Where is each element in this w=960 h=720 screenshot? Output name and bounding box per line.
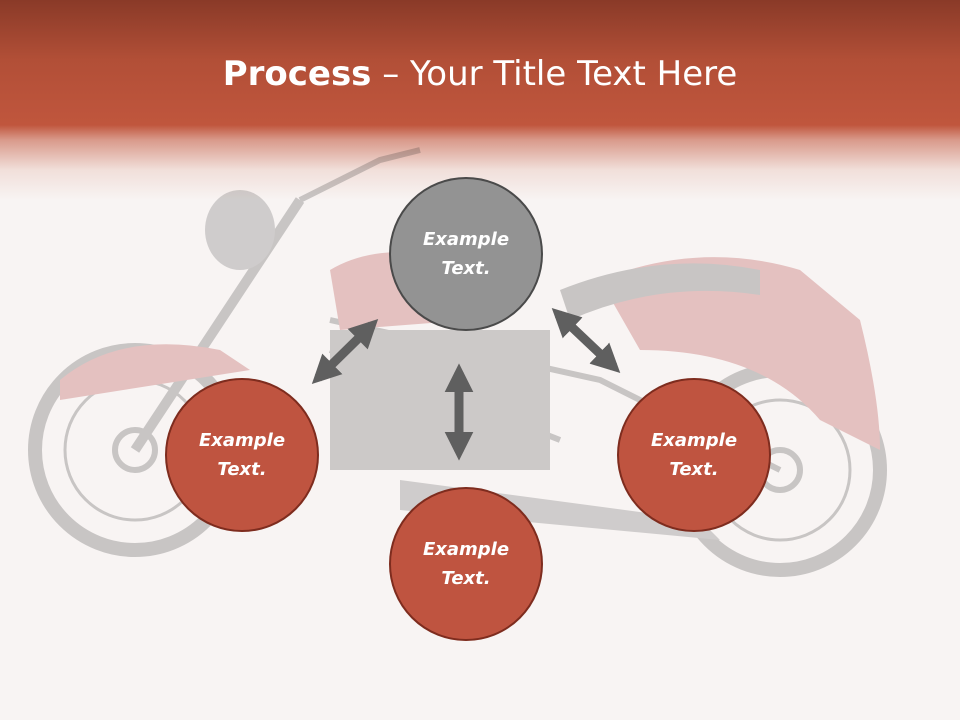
process-node-left[interactable]: Example Text. — [165, 378, 319, 532]
title-bold: Process — [222, 54, 372, 94]
process-node-top-label: Example Text. — [422, 229, 510, 279]
process-node-right[interactable]: Example Text. — [617, 378, 771, 532]
slide-title: Process – Your Title Text Here — [0, 52, 960, 96]
arrow-top-right — [551, 308, 621, 373]
process-node-bottom-label: Example Text. — [422, 539, 510, 589]
process-node-right-label: Example Text. — [650, 430, 738, 480]
title-rest: – Your Title Text Here — [371, 54, 738, 94]
arrow-top-left — [311, 318, 379, 385]
process-node-top[interactable]: Example Text. — [389, 177, 543, 331]
title-banner — [0, 0, 960, 200]
process-node-bottom[interactable]: Example Text. — [389, 487, 543, 641]
process-node-left-label: Example Text. — [198, 430, 286, 480]
